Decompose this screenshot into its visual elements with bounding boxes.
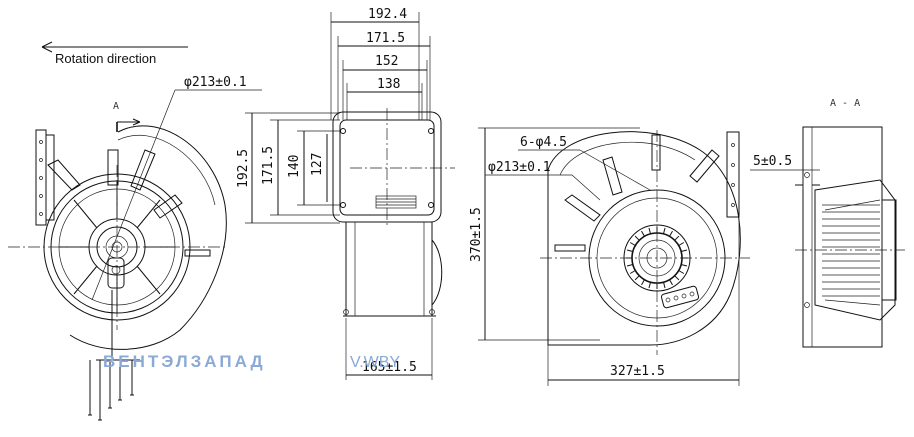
section-offset-label: 5±0.5 (753, 154, 792, 169)
side-width-152: 152 (375, 54, 398, 69)
front-diameter-label: φ213±0.1 (184, 75, 247, 90)
rear-view: 370±1.5 (469, 127, 750, 386)
watermark: ВЕНТЭЛЗАПАД V.WBY (103, 352, 400, 371)
side-width-1924: 192.4 (368, 7, 407, 22)
rotation-indicator: Rotation direction (41, 41, 188, 66)
side-view: 192.4 171.5 152 138 192.5 171.5 140 127 (236, 7, 455, 380)
section-title: A - A (830, 98, 860, 109)
rear-height-label: 370±1.5 (469, 207, 484, 262)
side-height-140: 140 (287, 155, 302, 178)
side-height-1925: 192.5 (236, 149, 251, 188)
rear-holes-label: 6-φ4.5 (520, 135, 567, 150)
section-marker-a: A (113, 101, 141, 132)
rear-width-label: 327±1.5 (610, 364, 665, 379)
watermark-brand: ВЕНТЭЛЗАПАД (103, 352, 266, 371)
side-width-1715: 171.5 (366, 31, 405, 46)
rotation-label: Rotation direction (55, 51, 156, 66)
front-view: A φ213±0.1 (8, 75, 262, 421)
rear-diameter-label: φ213±0.1 (488, 160, 551, 175)
watermark-domain: V.WBY (350, 354, 400, 371)
side-height-127: 127 (310, 153, 325, 176)
section-label-a: A (113, 101, 119, 112)
side-width-138: 138 (377, 77, 400, 92)
side-depth-label: 165±1.5 (362, 360, 417, 375)
section-view: A - A 5±0.5 (750, 98, 905, 348)
side-height-1715: 171.5 (261, 146, 276, 185)
wire-leads (88, 290, 140, 421)
